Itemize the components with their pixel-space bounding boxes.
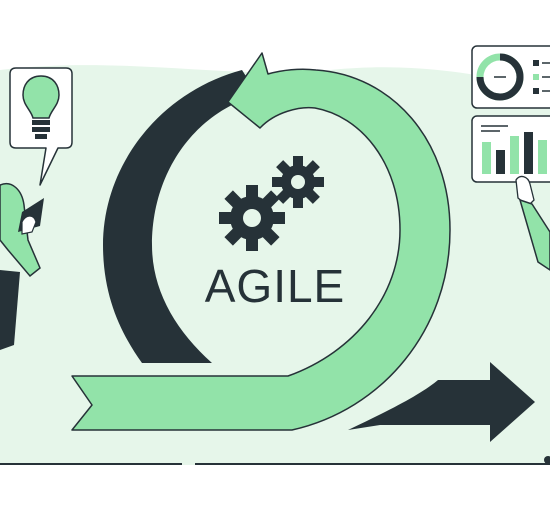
lightbulb-icon <box>22 75 60 139</box>
bar-chart-card <box>471 115 550 183</box>
forward-arrow-icon <box>348 362 535 442</box>
bar-chart-icon <box>482 132 547 174</box>
cycle-green-arc <box>71 52 451 431</box>
donut-card <box>471 45 550 109</box>
donut-chart-icon <box>476 53 524 101</box>
left-person <box>0 183 44 350</box>
agile-label: AGILE <box>205 260 346 312</box>
cycle-dark-arc <box>103 70 258 363</box>
gears-icon <box>219 156 324 251</box>
idea-bubble <box>9 67 73 186</box>
right-person <box>515 175 550 464</box>
